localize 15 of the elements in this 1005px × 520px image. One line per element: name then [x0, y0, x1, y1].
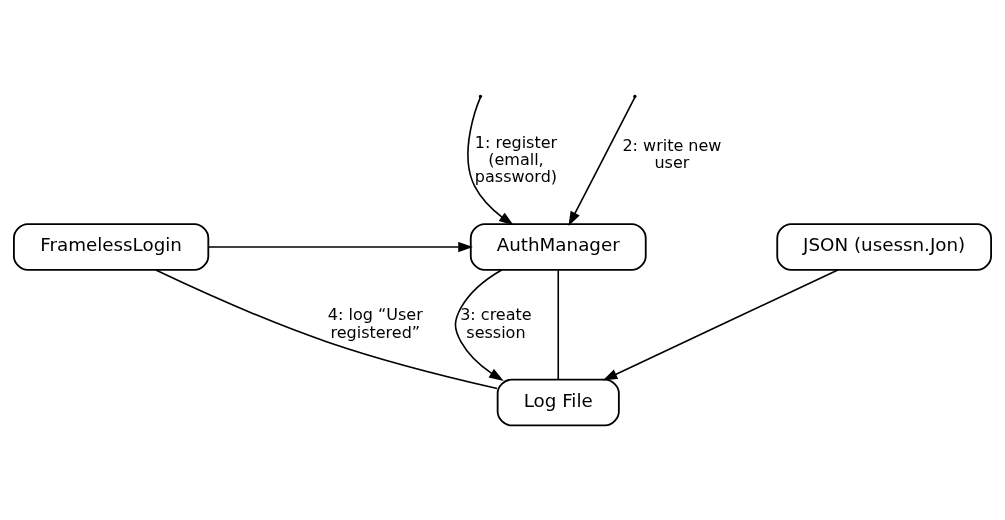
connector	[155, 268, 498, 389]
arrow	[467, 96, 514, 225]
node-box: Log File	[496, 378, 620, 426]
arrow	[602, 268, 839, 380]
edge-label: 2: write new user	[622, 135, 722, 172]
arrow	[207, 241, 473, 252]
edge-label: 3: create session	[460, 304, 532, 342]
node-box: AuthManager	[469, 222, 647, 271]
edge-label: 4: log “User registered”	[327, 304, 423, 342]
connector	[557, 268, 560, 380]
edge-label: 1: register (emall, password)	[474, 132, 558, 186]
arrow	[454, 268, 504, 381]
node-box: JSON (usessn.Jon)	[776, 222, 992, 271]
arrow	[568, 96, 636, 226]
node-box: FramelessLogin	[13, 222, 210, 271]
